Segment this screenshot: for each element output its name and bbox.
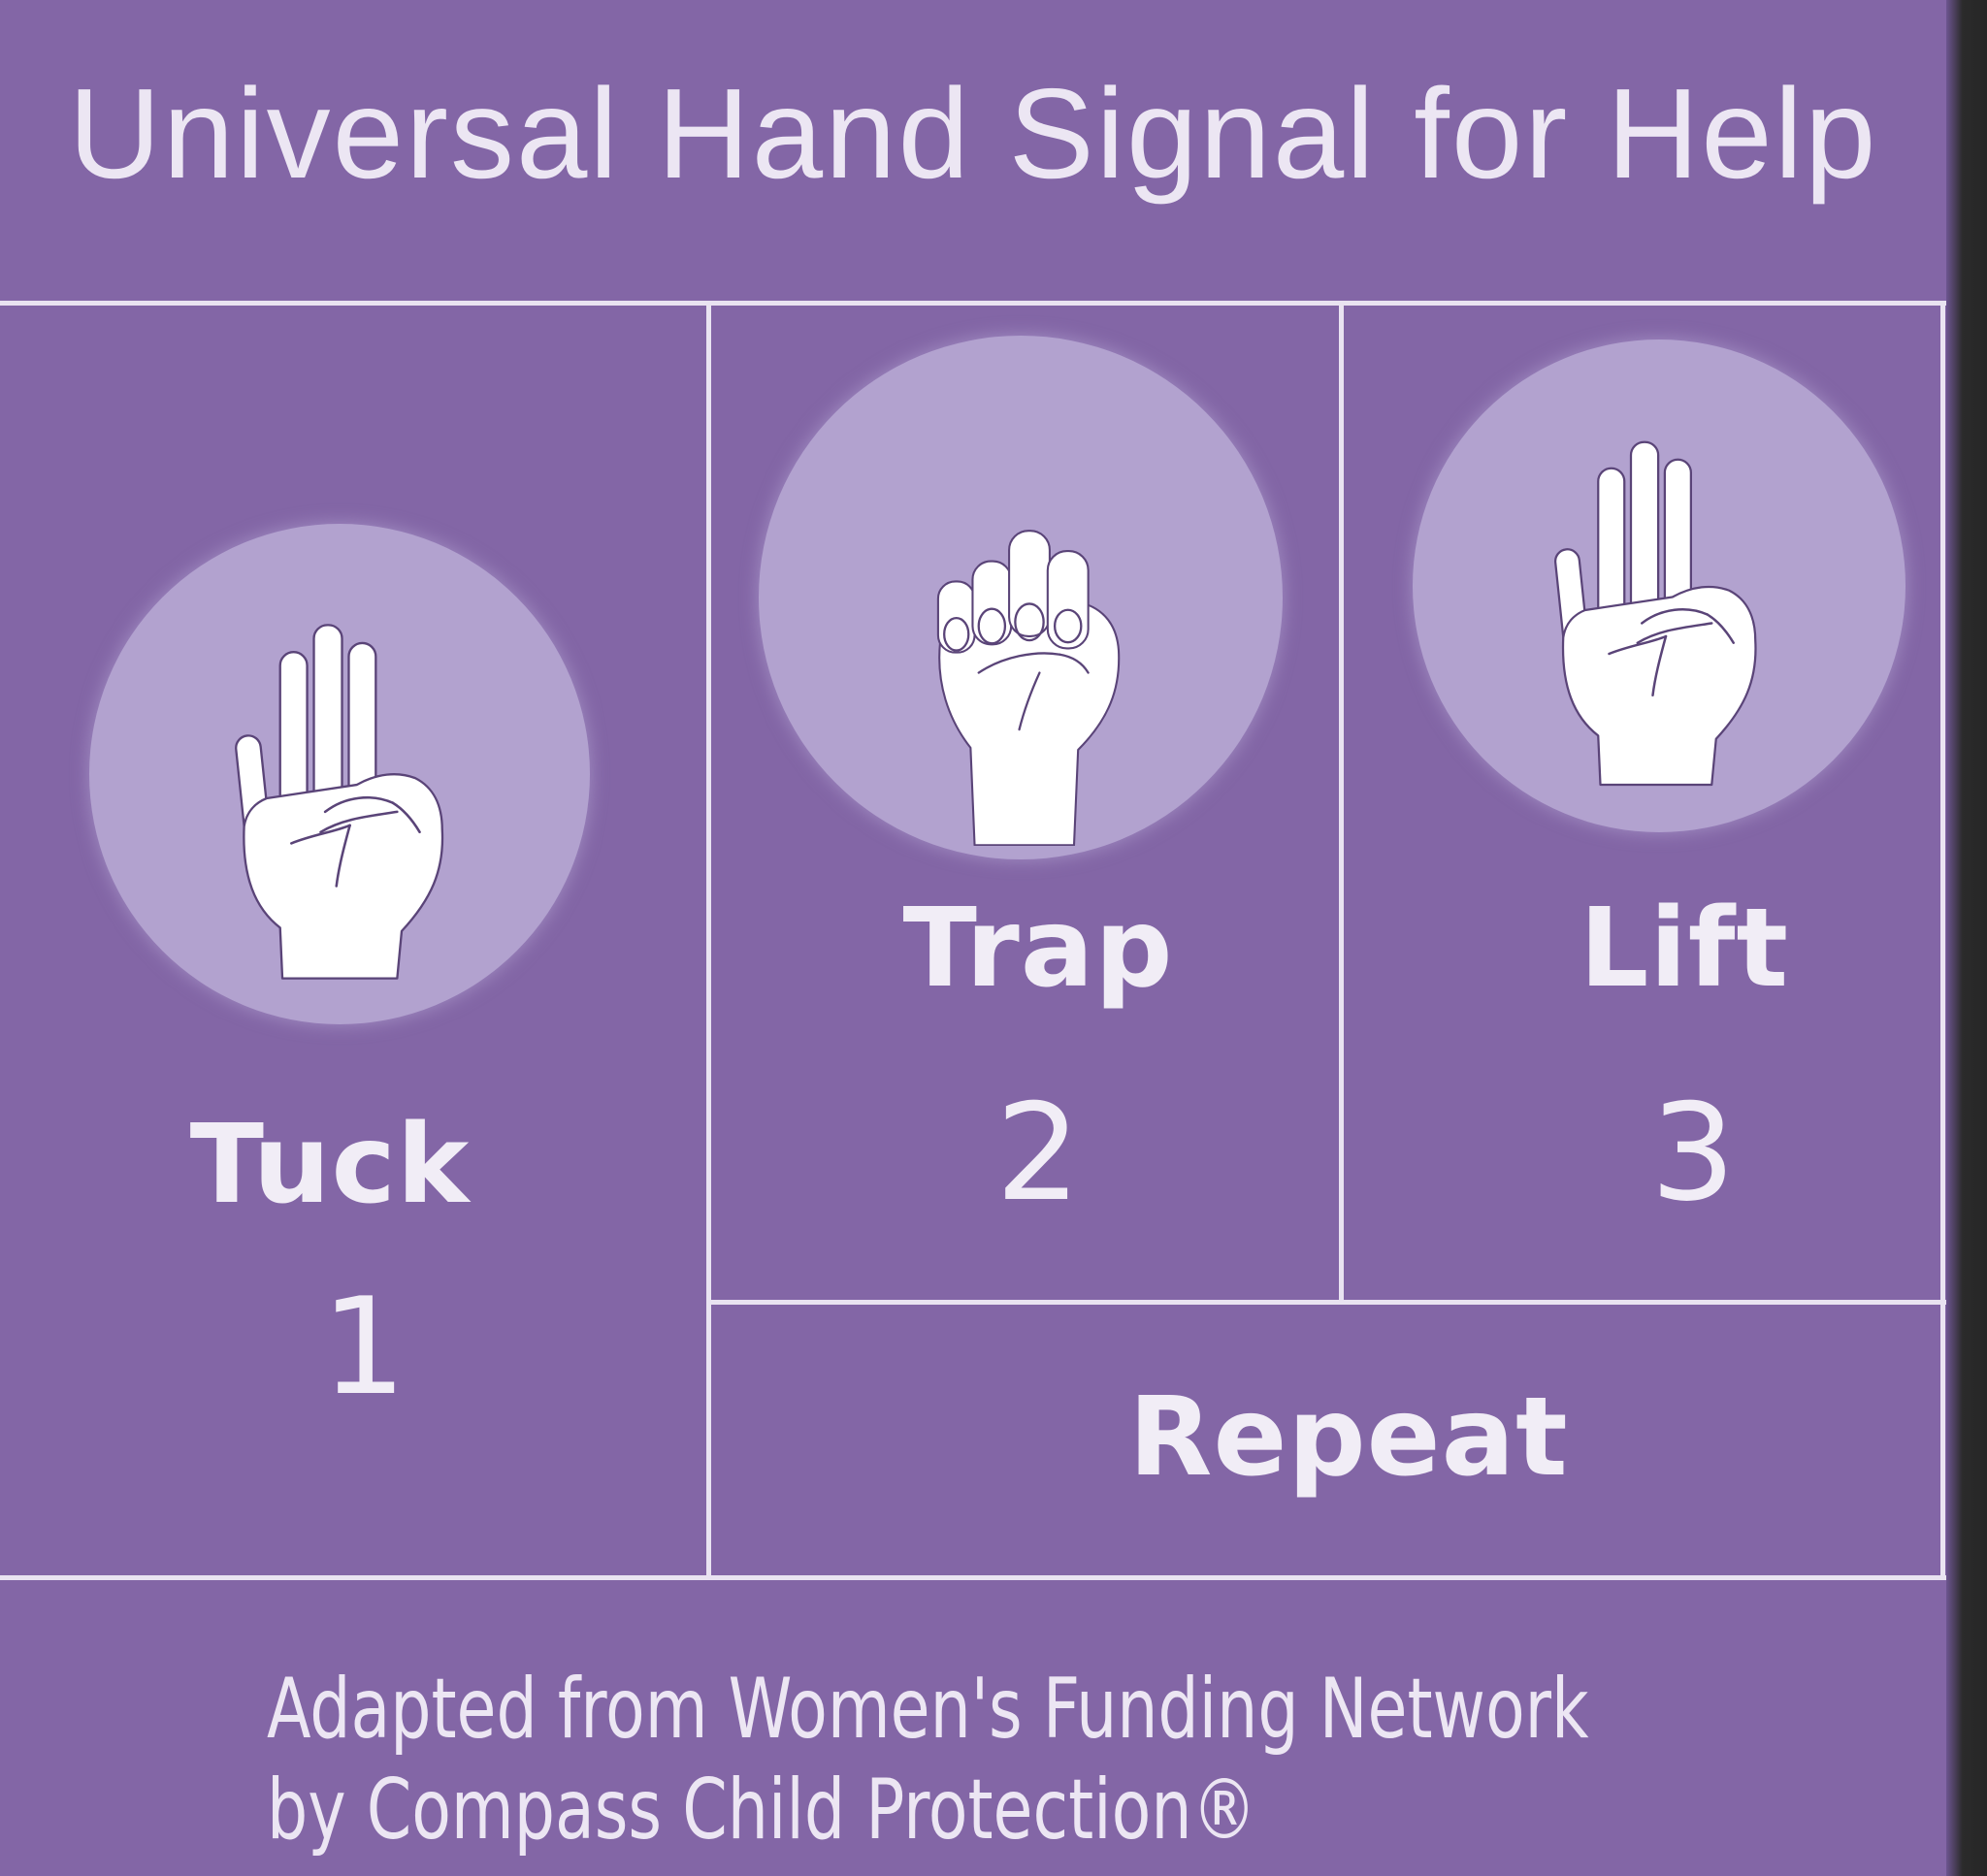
step-number: 3 [1650, 1075, 1736, 1231]
credit-text: Adapted from Women's Funding Network by … [267, 1659, 1589, 1860]
grid-bottom-line [0, 1575, 1946, 1580]
open-hand-thumb-tucked-icon [1552, 372, 1771, 848]
grid-divider-left [706, 301, 711, 1580]
closed-fist-icon [918, 520, 1141, 846]
step-label: Lift [1579, 886, 1790, 1012]
poster-title: Universal Hand Signal for Help [68, 62, 1878, 205]
step-number: 1 [321, 1269, 407, 1425]
credit-line-2: by Compass Child Protection® [267, 1762, 1257, 1859]
grid-middle-line [711, 1300, 1946, 1305]
right-edge-shadow [1946, 0, 1987, 1876]
grid-divider-right [1339, 301, 1344, 1305]
hand-signal-poster: Universal Hand Signal for Help Tuck 1 Tr… [0, 0, 1946, 1876]
step-label: Trap [902, 886, 1174, 1012]
step-number: 2 [995, 1075, 1081, 1231]
grid-top-line [0, 301, 1946, 306]
grid-right-border [1940, 301, 1945, 1580]
open-hand-thumb-tucked-icon [233, 557, 458, 1040]
repeat-label: Repeat [1128, 1375, 1569, 1501]
step-label: Tuck [189, 1102, 471, 1228]
credit-line-1: Adapted from Women's Funding Network [267, 1661, 1589, 1758]
